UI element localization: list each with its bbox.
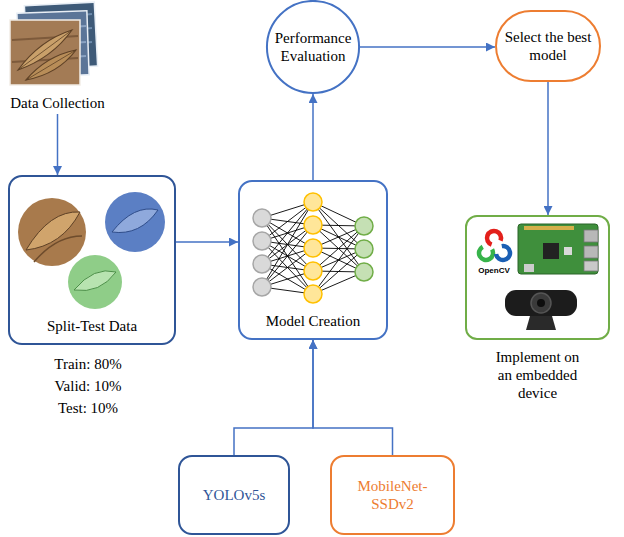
flow-arrow <box>176 241 238 243</box>
node-label: YOLOv5s <box>203 486 266 504</box>
process-box: Split-Test Data <box>8 175 176 345</box>
circle-outline <box>266 0 360 94</box>
node-label: Implement on an embedded device <box>488 348 588 402</box>
logo-text: OpenCV <box>471 266 517 276</box>
flow-arrow <box>312 94 314 180</box>
node-label: Model Creation <box>266 312 361 330</box>
flow-arrow <box>313 340 393 455</box>
circle-outline <box>267 1 359 93</box>
photo-stack <box>10 2 98 85</box>
node-label: MobileNet-SSDv2 <box>350 477 435 513</box>
model-box: MobileNet-SSDv2 <box>330 455 455 535</box>
device-box: Implement on an embedded device <box>465 215 610 415</box>
process-box: Model Creation <box>238 180 388 340</box>
opencv-logo <box>476 229 511 263</box>
device-frame <box>465 215 610 340</box>
split-circles <box>18 192 165 309</box>
raspberry-pi-board <box>518 224 598 274</box>
flow-arrow <box>547 82 549 215</box>
node-label: Select the best model <box>503 28 593 64</box>
node-label: Data Collection <box>10 94 105 112</box>
data-source: Data Collection <box>2 2 113 114</box>
webcam <box>505 290 577 330</box>
flow-arrow <box>360 46 495 48</box>
split-ratio: Train: 80% <box>28 355 148 373</box>
split-ratio: Valid: 10% <box>28 377 148 395</box>
flow-arrow <box>57 114 59 175</box>
node-label: Performance Evaluation <box>270 29 356 65</box>
model-box: YOLOv5s <box>178 455 290 535</box>
evaluation-circle: Performance Evaluation <box>266 0 360 94</box>
terminal-box: Select the best model <box>495 10 601 82</box>
node-label: Split-Test Data <box>47 317 137 335</box>
flow-arrow <box>234 340 313 455</box>
split-ratio: Test: 10% <box>28 399 148 417</box>
neural-network <box>253 193 373 303</box>
